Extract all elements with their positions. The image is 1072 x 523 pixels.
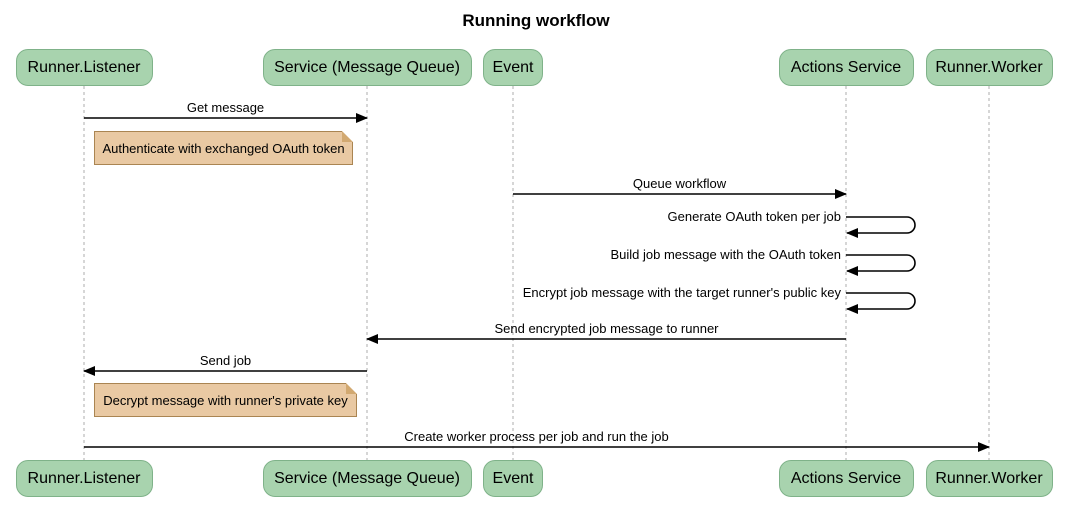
self-message-label: Build job message with the OAuth token <box>610 247 841 262</box>
participant-bottom: Service (Message Queue) <box>262 460 472 497</box>
self-message-label: Generate OAuth token per job <box>667 209 841 224</box>
message-label: Queue workflow <box>632 176 727 191</box>
participant-bottom: Runner.Worker <box>925 460 1053 497</box>
participant-bottom: Actions Service <box>778 460 914 497</box>
participant-top: Service (Message Queue) <box>262 49 472 86</box>
note-text: Authenticate with exchanged OAuth token <box>102 140 345 156</box>
message-label: Create worker process per job and run th… <box>404 429 669 444</box>
message-label: Send encrypted job message to runner <box>494 321 719 336</box>
message-label: Get message <box>186 100 265 115</box>
self-message-label: Encrypt job message with the target runn… <box>522 285 841 300</box>
self-message-arrow <box>846 292 916 314</box>
participant-top: Actions Service <box>778 49 914 86</box>
self-message-arrow <box>846 254 916 276</box>
participant-bottom: Runner.Listener <box>15 460 153 497</box>
note-fold-corner <box>346 383 357 394</box>
note-text: Decrypt message with runner's private ke… <box>103 392 348 408</box>
message-label: Send job <box>199 353 252 368</box>
participant-top: Runner.Listener <box>15 49 153 86</box>
diagram-title: Running workflow <box>462 11 610 30</box>
participant-top: Runner.Worker <box>925 49 1053 86</box>
participant-top: Event <box>483 49 543 86</box>
self-message-arrow <box>846 216 916 238</box>
participant-bottom: Event <box>483 460 543 497</box>
note: Decrypt message with runner's private ke… <box>94 383 357 417</box>
note-fold-corner <box>342 131 353 142</box>
note: Authenticate with exchanged OAuth token <box>94 131 353 165</box>
